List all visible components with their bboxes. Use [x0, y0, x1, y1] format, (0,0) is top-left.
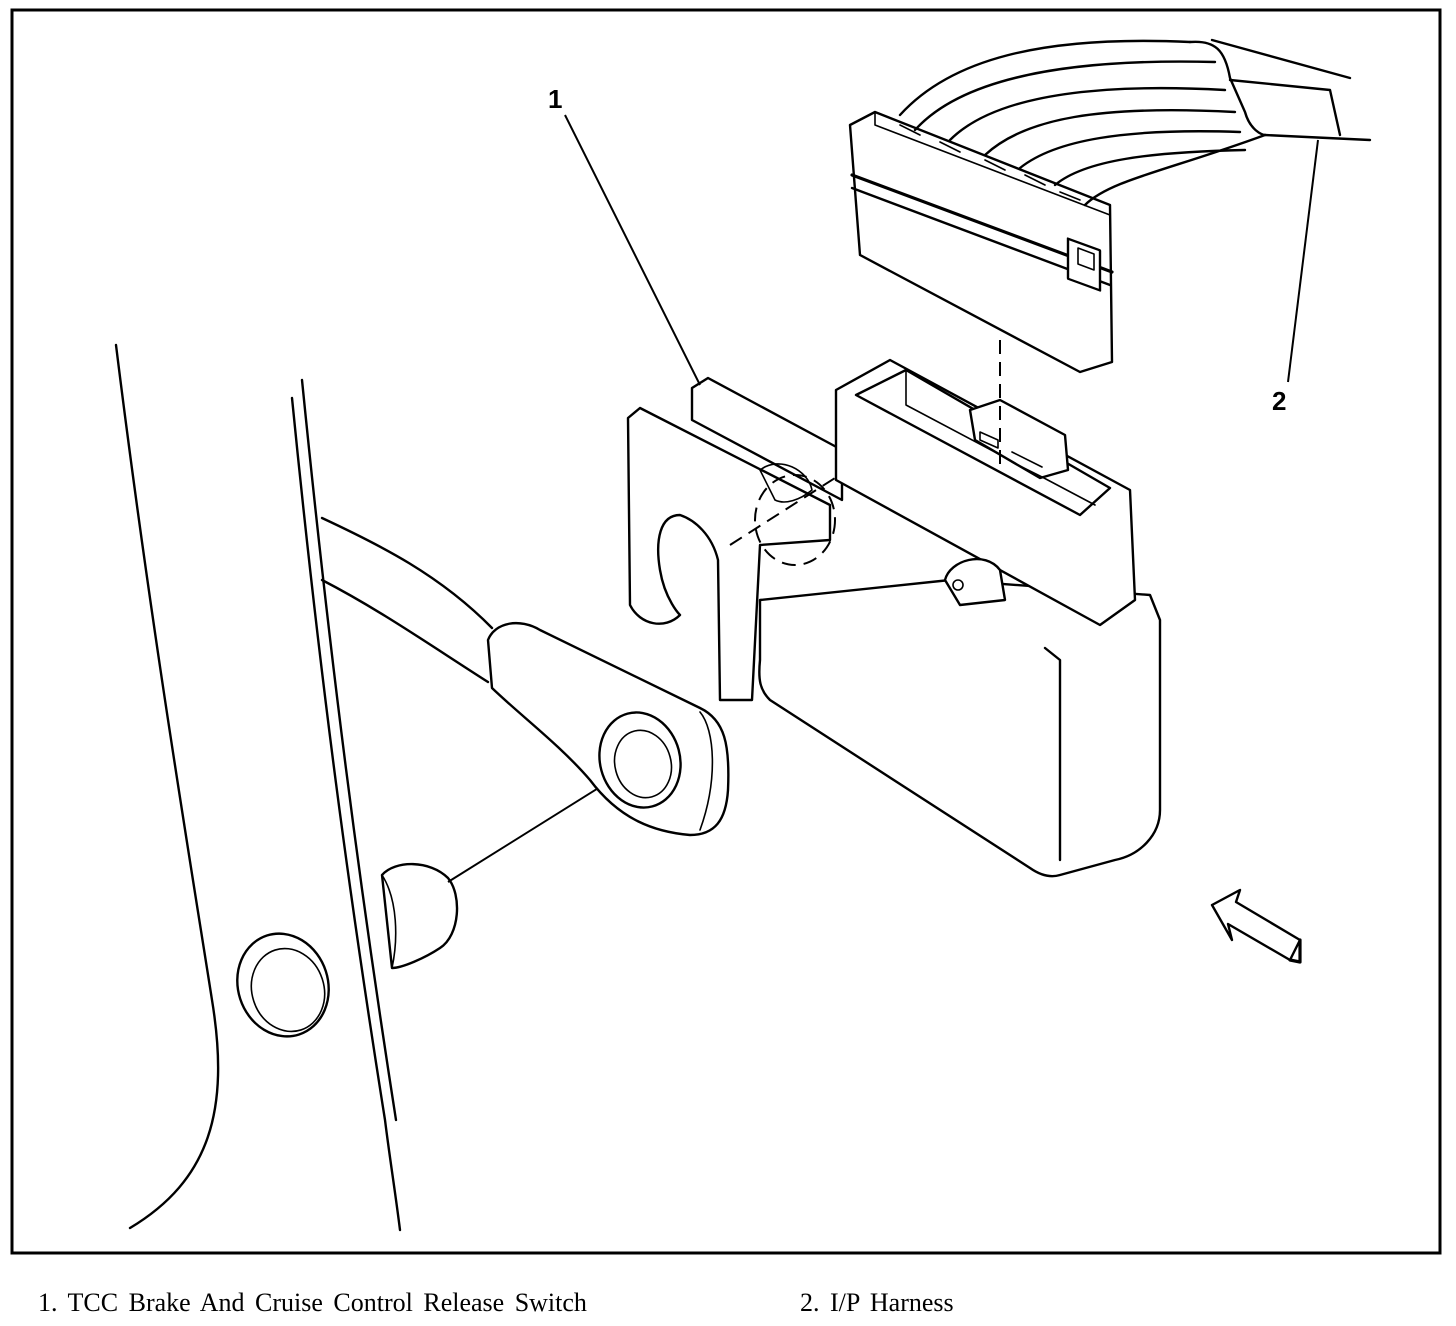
callout-1-leader — [564, 114, 701, 386]
callout-1-number: 1 — [548, 84, 562, 114]
callout-1: 1 — [548, 84, 701, 386]
hidden-pivot — [754, 474, 836, 566]
release-switch — [758, 358, 1162, 878]
callout-2-leader — [1287, 139, 1319, 383]
pedal-bracket — [114, 343, 402, 1232]
bracket-hole — [236, 932, 330, 1038]
pedal-arm — [320, 516, 730, 837]
callout-2-number: 2 — [1272, 386, 1286, 416]
legend-item-2: 2. I/P Harness — [800, 1288, 954, 1317]
diagram-frame — [10, 8, 1442, 1255]
callout-2: 2 — [1272, 139, 1319, 416]
plunger-knob — [380, 761, 641, 970]
mounting-clip — [626, 376, 844, 702]
view-arrow — [1210, 888, 1302, 964]
pedal-eye — [598, 711, 682, 809]
harness-connector — [848, 110, 1114, 470]
legend-item-1: 1. TCC Brake And Cruise Control Release … — [38, 1288, 587, 1317]
harness-wires — [898, 38, 1372, 207]
